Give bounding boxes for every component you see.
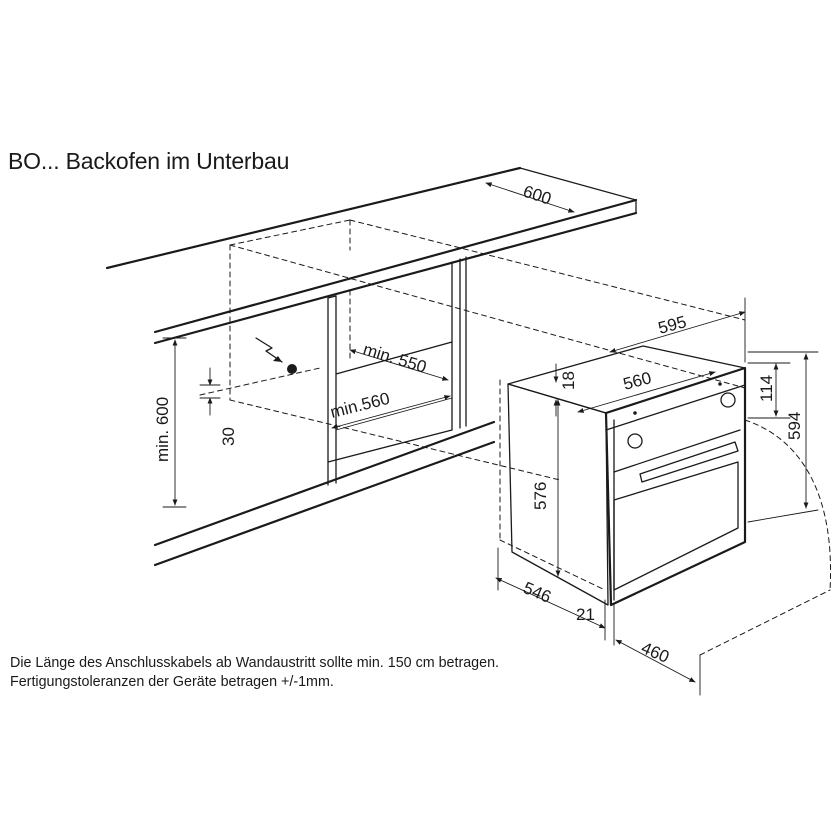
worktop	[105, 166, 638, 345]
oven	[507, 345, 747, 607]
note-tolerances: Fertigungstoleranzen der Geräte betragen…	[10, 674, 334, 690]
page-title: BO... Backofen im Unterbau	[8, 148, 290, 174]
dimension-lines	[162, 182, 819, 696]
dim-panel-height: 114	[757, 375, 776, 402]
dim-oven-width: 595	[656, 312, 688, 338]
dim-front-thickness: 21	[576, 605, 595, 624]
plinth	[153, 420, 496, 567]
dim-socket-offset: 30	[219, 427, 238, 446]
dim-niche-height: min. 600	[153, 397, 172, 462]
dim-top-offset: 18	[559, 371, 578, 390]
dim-oven-height: 594	[785, 412, 804, 440]
dim-body-height: 576	[531, 482, 550, 510]
note-cable-length: Die Länge des Anschlusskabels ab Wandaus…	[10, 655, 500, 671]
notes: Die Länge des Anschlusskabels ab Wandaus…	[10, 654, 499, 692]
dim-worktop-depth: 600	[521, 182, 554, 209]
dim-body-width: 560	[621, 368, 653, 394]
hidden-lines	[199, 219, 832, 656]
dim-niche-depth: min. 550	[361, 340, 429, 377]
dim-door-open: 460	[638, 638, 672, 667]
electric-connection-icon	[255, 337, 297, 374]
